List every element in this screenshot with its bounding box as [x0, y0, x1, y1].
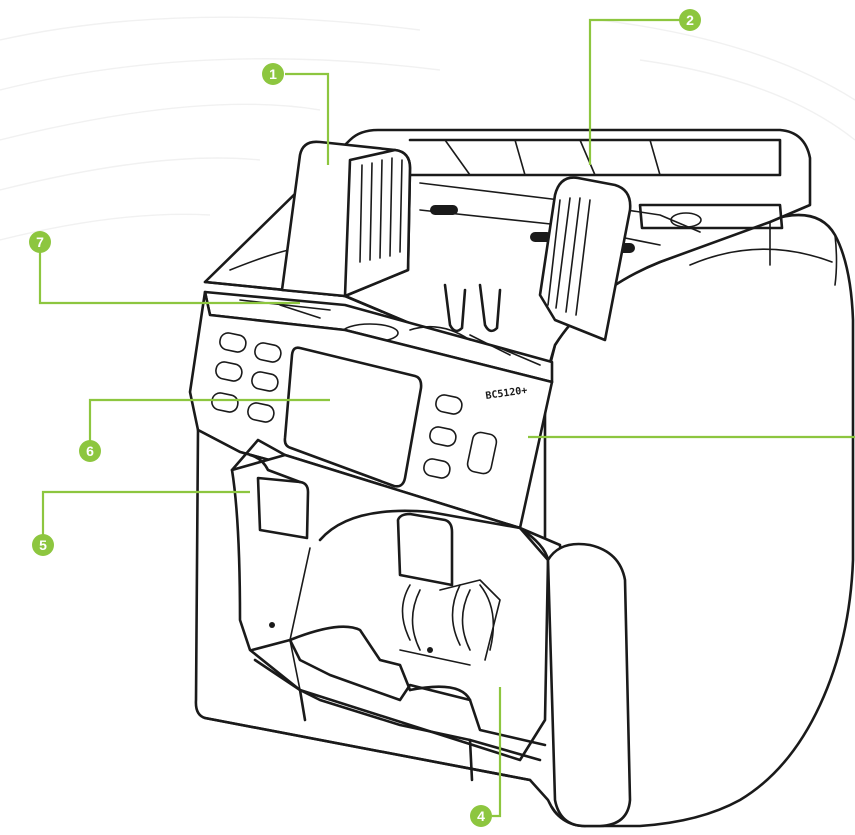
callout-line-2 — [588, 18, 680, 165]
callout-number-2: 2 — [686, 12, 694, 28]
hopper-guide-left — [280, 140, 412, 298]
callout-line-1 — [285, 72, 330, 165]
lcd-screen — [283, 346, 423, 488]
callout-number-6: 6 — [86, 443, 94, 459]
callout-line-6 — [88, 398, 330, 447]
callout-badge-5: 5 — [32, 534, 54, 556]
callout-line-7 — [38, 246, 300, 305]
lower-housing — [194, 428, 632, 828]
note-holders — [443, 283, 502, 333]
callout-number-7: 7 — [36, 234, 44, 250]
hopper-guide-right — [538, 176, 632, 342]
callout-badge-2: 2 — [679, 9, 701, 31]
callout-badge-4: 4 — [470, 805, 492, 827]
callout-line-4 — [492, 687, 502, 818]
callout-number-4: 4 — [477, 808, 485, 824]
callout-badge-1: 1 — [262, 63, 284, 85]
callout-number-5: 5 — [39, 537, 47, 553]
callout-badge-6: 6 — [79, 440, 101, 462]
callout-badge-7: 7 — [29, 231, 51, 253]
callout-number-1: 1 — [269, 66, 277, 82]
callout-lines — [38, 18, 855, 818]
background-arcs — [0, 16, 855, 241]
callout-line-5 — [41, 490, 250, 540]
